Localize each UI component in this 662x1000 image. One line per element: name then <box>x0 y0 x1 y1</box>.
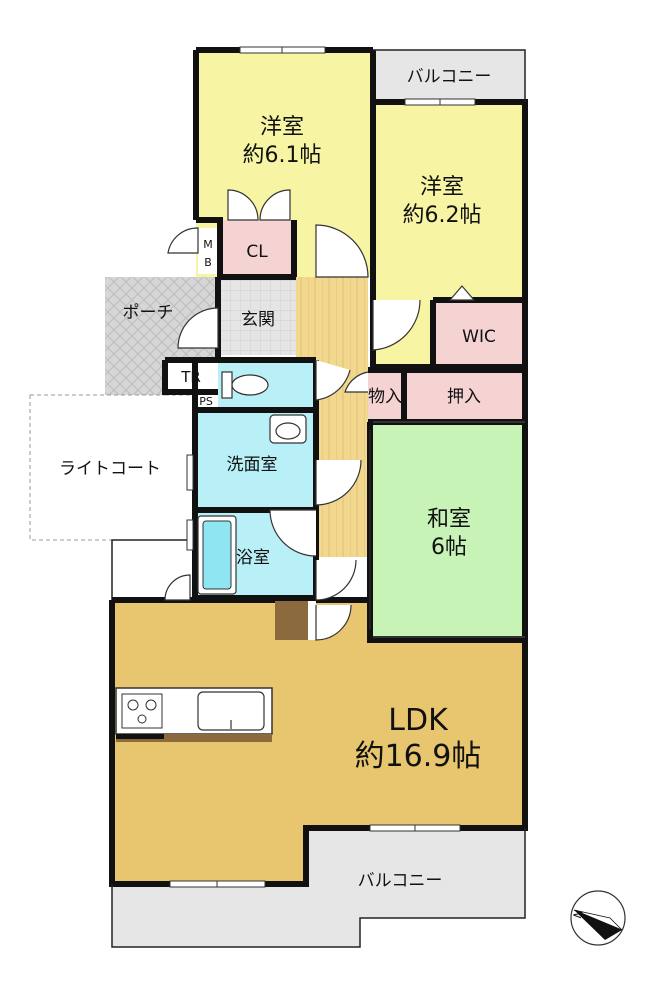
ps-area <box>195 392 218 410</box>
wash-basin-icon <box>269 414 307 444</box>
light-court-outline <box>29 394 196 541</box>
stove-icon <box>121 693 163 729</box>
kitchen-sink-icon <box>197 691 265 731</box>
washroom-label: 洗面室 <box>227 455 278 475</box>
meter-box-label-m: M <box>203 238 213 251</box>
sliding-doors <box>369 421 525 638</box>
bathtub-icon <box>197 515 237 595</box>
balcony-top-label: バルコニー <box>407 67 492 87</box>
meter-box-area <box>198 228 218 274</box>
closet-label: CL <box>246 242 268 262</box>
pillar <box>275 600 308 640</box>
ldk-name: LDK <box>388 703 449 738</box>
oshiire-area <box>404 370 525 422</box>
balcony-bottom-label: バルコニー <box>358 871 443 891</box>
meter-box-label-b: B <box>204 256 212 269</box>
closet-area <box>220 220 294 275</box>
tr-label: TR <box>180 368 201 386</box>
light-court-label: ライトコート <box>59 459 161 479</box>
tr-area <box>165 360 218 392</box>
ldk-area <box>112 600 525 884</box>
balcony-rail <box>111 49 526 948</box>
entrance-area <box>218 277 296 355</box>
corridor-area <box>296 277 368 357</box>
oshiire-label: 押入 <box>447 387 481 407</box>
balcony-top-area <box>373 50 525 102</box>
japanese-room-area <box>373 425 525 637</box>
wic-label: WIC <box>462 327 496 347</box>
north-arrow-icon <box>570 890 626 946</box>
doors <box>164 189 476 641</box>
western-room-1-size: 約6.1帖 <box>243 143 322 168</box>
ps-label: PS <box>199 395 213 408</box>
entrance-label: 玄関 <box>241 310 275 330</box>
storage-area <box>368 370 404 422</box>
windows <box>169 46 476 888</box>
ldk-size: 約16.9帖 <box>355 739 482 774</box>
western-room-2-name: 洋室 <box>420 175 464 200</box>
western-room-2-size: 約6.2帖 <box>403 203 482 228</box>
wic-area <box>433 300 525 367</box>
japanese-room-name: 和室 <box>427 507 471 532</box>
porch-label: ポーチ <box>123 303 174 323</box>
western-room-1-name: 洋室 <box>260 115 304 140</box>
bathroom-label: 浴室 <box>236 548 270 568</box>
storage-label: 物入 <box>368 387 402 407</box>
toilet-icon <box>221 371 269 399</box>
japanese-room-size: 6帖 <box>431 535 467 560</box>
